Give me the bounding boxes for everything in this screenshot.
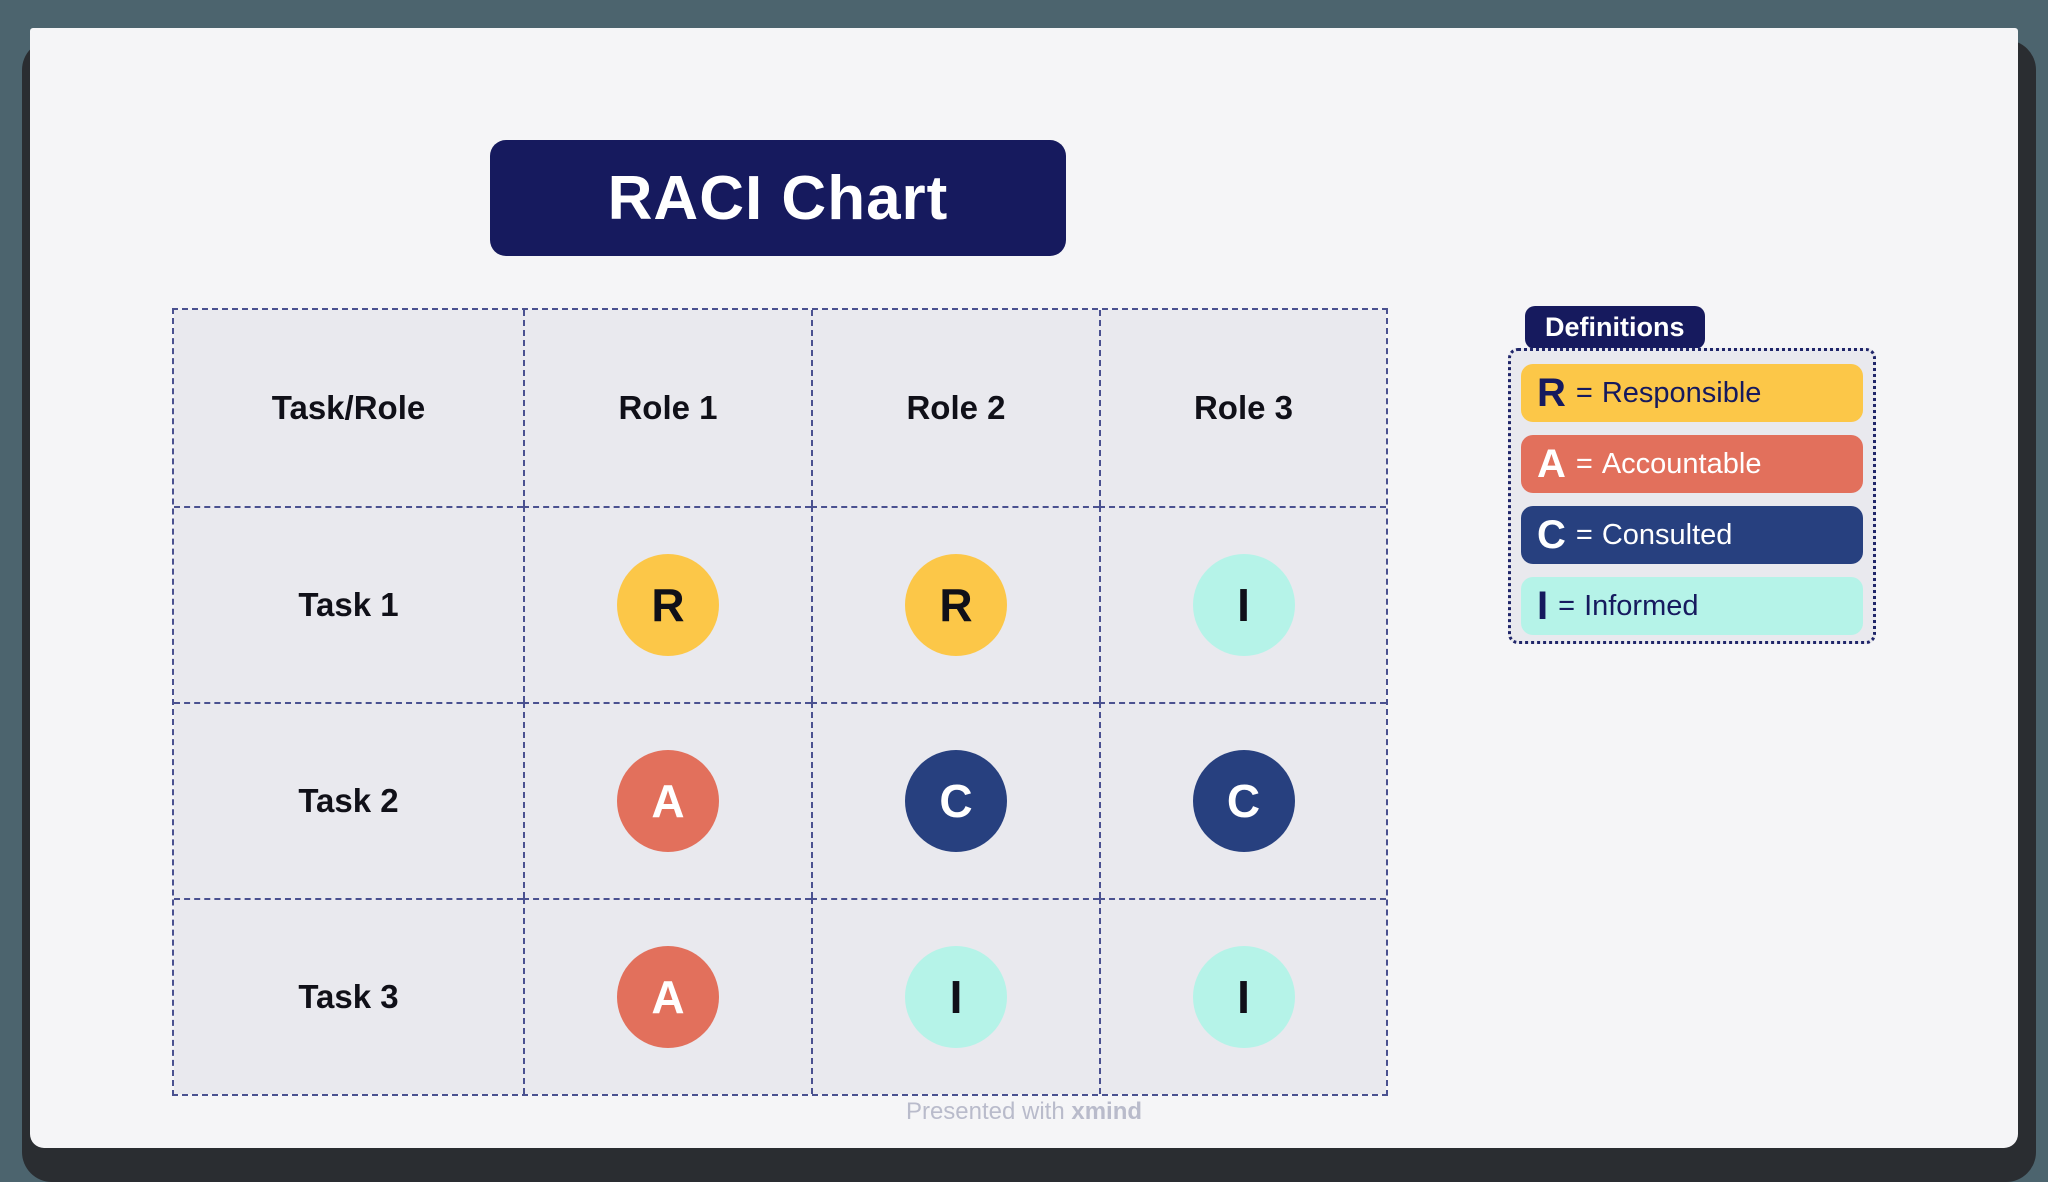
raci-badge-responsible: R <box>905 554 1007 656</box>
raci-badge-consulted: C <box>1192 750 1295 852</box>
definition-equals: = <box>1558 589 1576 622</box>
badge-letter: A <box>651 775 685 827</box>
badge-letter: C <box>1226 775 1261 827</box>
raci-cell-task1-role1: R <box>523 506 811 702</box>
definitions-tab-label: Definitions <box>1545 312 1685 342</box>
definition-informed: I = Informed <box>1521 577 1863 635</box>
raci-cell-task3-role2: I <box>811 898 1099 1094</box>
page-title: RACI Chart <box>607 163 949 233</box>
badge-letter: C <box>939 775 973 827</box>
column-header-role-2: Role 2 <box>811 310 1099 506</box>
raci-badge-accountable: A <box>617 946 719 1048</box>
definition-letter: C <box>1537 512 1566 557</box>
row-header-task-3: Task 3 <box>174 898 523 1094</box>
definition-label: Responsible <box>1601 376 1762 409</box>
attribution-brand: xmind <box>1071 1098 1143 1125</box>
slide-card: RACI Chart Task/Role Role 1 Role 2 Role … <box>30 28 2018 1148</box>
definition-label: Informed <box>1584 589 1699 622</box>
raci-cell-task3-role3: I <box>1099 898 1386 1094</box>
task-label: Task 1 <box>298 586 399 623</box>
definition-accountable: A = Accountable <box>1521 435 1863 493</box>
definition-consulted: C = Consulted <box>1521 506 1863 564</box>
badge-letter: R <box>939 579 973 631</box>
raci-cell-task3-role1: A <box>523 898 811 1094</box>
raci-table: Task/Role Role 1 Role 2 Role 3 Task 1 R … <box>172 308 1388 1096</box>
column-header-label: Role 1 <box>618 389 718 426</box>
column-header-role-1: Role 1 <box>523 310 811 506</box>
raci-cell-task1-role3: I <box>1099 506 1386 702</box>
badge-letter: I <box>1237 971 1250 1023</box>
column-header-role-3: Role 3 <box>1099 310 1386 506</box>
attribution-prefix: Presented with <box>905 1098 1072 1125</box>
definition-letter: A <box>1537 441 1566 486</box>
title-banner: RACI Chart <box>490 140 1066 256</box>
raci-cell-task1-role2: R <box>811 506 1099 702</box>
raci-badge-accountable: A <box>617 750 719 852</box>
badge-letter: A <box>651 971 685 1023</box>
definition-label: Consulted <box>1601 518 1733 551</box>
row-header-task-1: Task 1 <box>174 506 523 702</box>
column-header-label: Role 3 <box>1193 389 1294 426</box>
definitions-panel: R = Responsible A = Accountable C = Cons… <box>1508 348 1876 644</box>
raci-badge-responsible: R <box>617 554 719 656</box>
raci-cell-task2-role2: C <box>811 702 1099 898</box>
definition-equals: = <box>1575 518 1593 551</box>
column-header-label: Role 2 <box>906 389 1006 426</box>
raci-badge-informed: I <box>905 946 1007 1048</box>
badge-letter: I <box>1237 579 1250 631</box>
raci-badge-informed: I <box>1192 554 1295 656</box>
raci-badge-consulted: C <box>905 750 1007 852</box>
definitions-tab: Definitions <box>1525 306 1705 349</box>
attribution: Presented with xmind <box>30 1098 2018 1126</box>
definition-responsible: R = Responsible <box>1521 364 1863 422</box>
definition-letter: R <box>1537 370 1566 415</box>
definition-equals: = <box>1575 376 1593 409</box>
column-header-task-role: Task/Role <box>174 310 523 506</box>
definition-letter: I <box>1537 583 1549 628</box>
badge-letter: R <box>651 579 685 631</box>
definition-equals: = <box>1575 447 1593 480</box>
column-header-label: Task/Role <box>271 389 426 426</box>
row-header-task-2: Task 2 <box>174 702 523 898</box>
task-label: Task 3 <box>298 978 399 1015</box>
badge-letter: I <box>949 971 963 1023</box>
raci-cell-task2-role3: C <box>1099 702 1386 898</box>
raci-cell-task2-role1: A <box>523 702 811 898</box>
task-label: Task 2 <box>298 782 399 819</box>
raci-badge-informed: I <box>1192 946 1295 1048</box>
definition-label: Accountable <box>1601 447 1762 480</box>
